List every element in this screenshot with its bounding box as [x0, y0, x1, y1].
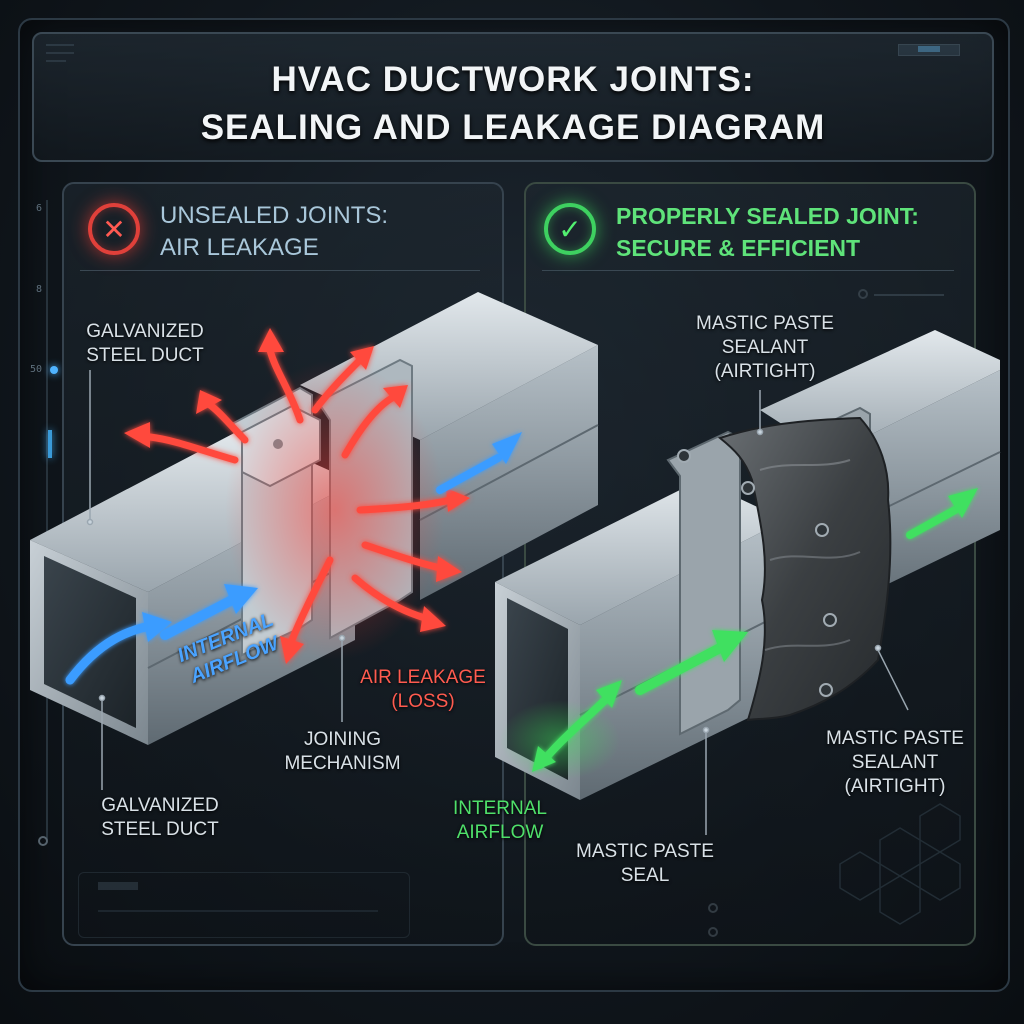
leak-arrow — [311, 356, 364, 414]
leakage-arrows — [124, 328, 470, 664]
leak-arrow — [266, 346, 304, 424]
bolt — [819, 683, 833, 697]
mastic-seal-band — [717, 416, 892, 722]
leak-arrow — [146, 433, 239, 464]
hud-ring-1 — [38, 836, 48, 846]
bolt — [815, 523, 829, 537]
label-line: (AIRTIGHT) — [844, 776, 946, 797]
unsealed-header-line-1: UNSEALED JOINTS: — [160, 202, 389, 229]
title-line-2: SEALING AND LEAKAGE DIAGRAM — [200, 108, 826, 147]
label-line: SEAL — [620, 865, 670, 886]
leak-arrow — [206, 401, 249, 444]
leak-arrow — [361, 541, 444, 572]
label-galvanized-duct-top: GALVANIZED STEEL DUCT — [70, 320, 220, 368]
title-line-1: HVAC DUCTWORK JOINTS: — [271, 60, 755, 99]
title-box — [32, 32, 994, 162]
left-header-divider — [80, 270, 480, 271]
leak-arrow — [288, 556, 334, 644]
bolt — [741, 481, 755, 495]
right-flange-1 — [666, 430, 741, 736]
label-joining-mechanism: JOINING MECHANISM — [270, 728, 415, 776]
label-mastic-top: MASTIC PASTE SEALANT (AIRTIGHT) — [680, 312, 850, 384]
label-mastic-right: MASTIC PASTE SEALANT (AIRTIGHT) — [810, 727, 980, 799]
hud-dot — [50, 366, 58, 374]
label-line: GALVANIZED — [101, 795, 219, 816]
page-title: HVAC DUCTWORK JOINTS: SEALING AND LEAKAG… — [32, 56, 994, 152]
label-internal-airflow-right: INTERNAL AIRFLOW — [435, 797, 565, 845]
hud-bar-blue — [48, 430, 52, 458]
label-line: MASTIC PASTE — [696, 313, 834, 334]
label-line: JOINING — [303, 729, 382, 750]
label-air-leakage: AIR LEAKAGE (LOSS) — [348, 666, 498, 714]
bolt — [677, 449, 691, 463]
label-line: (AIRTIGHT) — [714, 361, 816, 382]
label-line: MASTIC PASTE — [576, 841, 714, 862]
hex-pattern — [839, 803, 961, 925]
outer-frame — [18, 18, 1010, 992]
label-line: STEEL DUCT — [101, 819, 219, 840]
leak-arrow — [351, 574, 429, 622]
sealed-header-line-1: PROPERLY SEALED JOINT: — [616, 203, 919, 229]
x-icon: ✕ — [88, 203, 140, 255]
leak-glow — [225, 360, 445, 660]
label-line: AIR LEAKAGE — [360, 667, 486, 688]
label-mastic-seal: MASTIC PASTE SEAL — [560, 840, 730, 888]
hud-tick-1: 6 — [36, 203, 43, 214]
right-header-divider — [542, 270, 954, 271]
internal-airflow-arrows-right — [532, 488, 978, 772]
unsealed-header: UNSEALED JOINTS: AIR LEAKAGE — [160, 200, 388, 264]
internal-airflow-arrows-left — [65, 432, 522, 685]
label-line: SEALANT — [721, 337, 809, 358]
label-galvanized-duct-bottom: GALVANIZED STEEL DUCT — [85, 794, 235, 842]
label-line: GALVANIZED — [86, 321, 204, 342]
hud-tick-3: 50 — [30, 364, 43, 375]
leader-lines — [86, 370, 909, 835]
sealed-header: PROPERLY SEALED JOINT: SECURE & EFFICIEN… — [616, 200, 919, 264]
leak-arrow — [356, 496, 454, 514]
label-line: SEALANT — [851, 752, 939, 773]
check-icon: ✓ — [544, 203, 596, 255]
label-line: (LOSS) — [391, 691, 455, 712]
label-line: AIRFLOW — [456, 822, 544, 843]
label-line: STEEL DUCT — [86, 345, 204, 366]
label-line: INTERNAL — [453, 798, 547, 819]
hud-line-left — [46, 200, 48, 840]
unsealed-header-line-2: AIR LEAKAGE — [160, 234, 319, 261]
hud-tick-2: 8 — [36, 284, 43, 295]
sealed-header-line-2: SECURE & EFFICIENT — [616, 235, 861, 261]
label-line: MASTIC PASTE — [826, 728, 964, 749]
label-line: MECHANISM — [284, 753, 401, 774]
leak-arrow — [341, 394, 396, 459]
bolt — [823, 613, 837, 627]
left-duct-opening — [44, 556, 136, 728]
unsealed-duct — [30, 292, 599, 745]
